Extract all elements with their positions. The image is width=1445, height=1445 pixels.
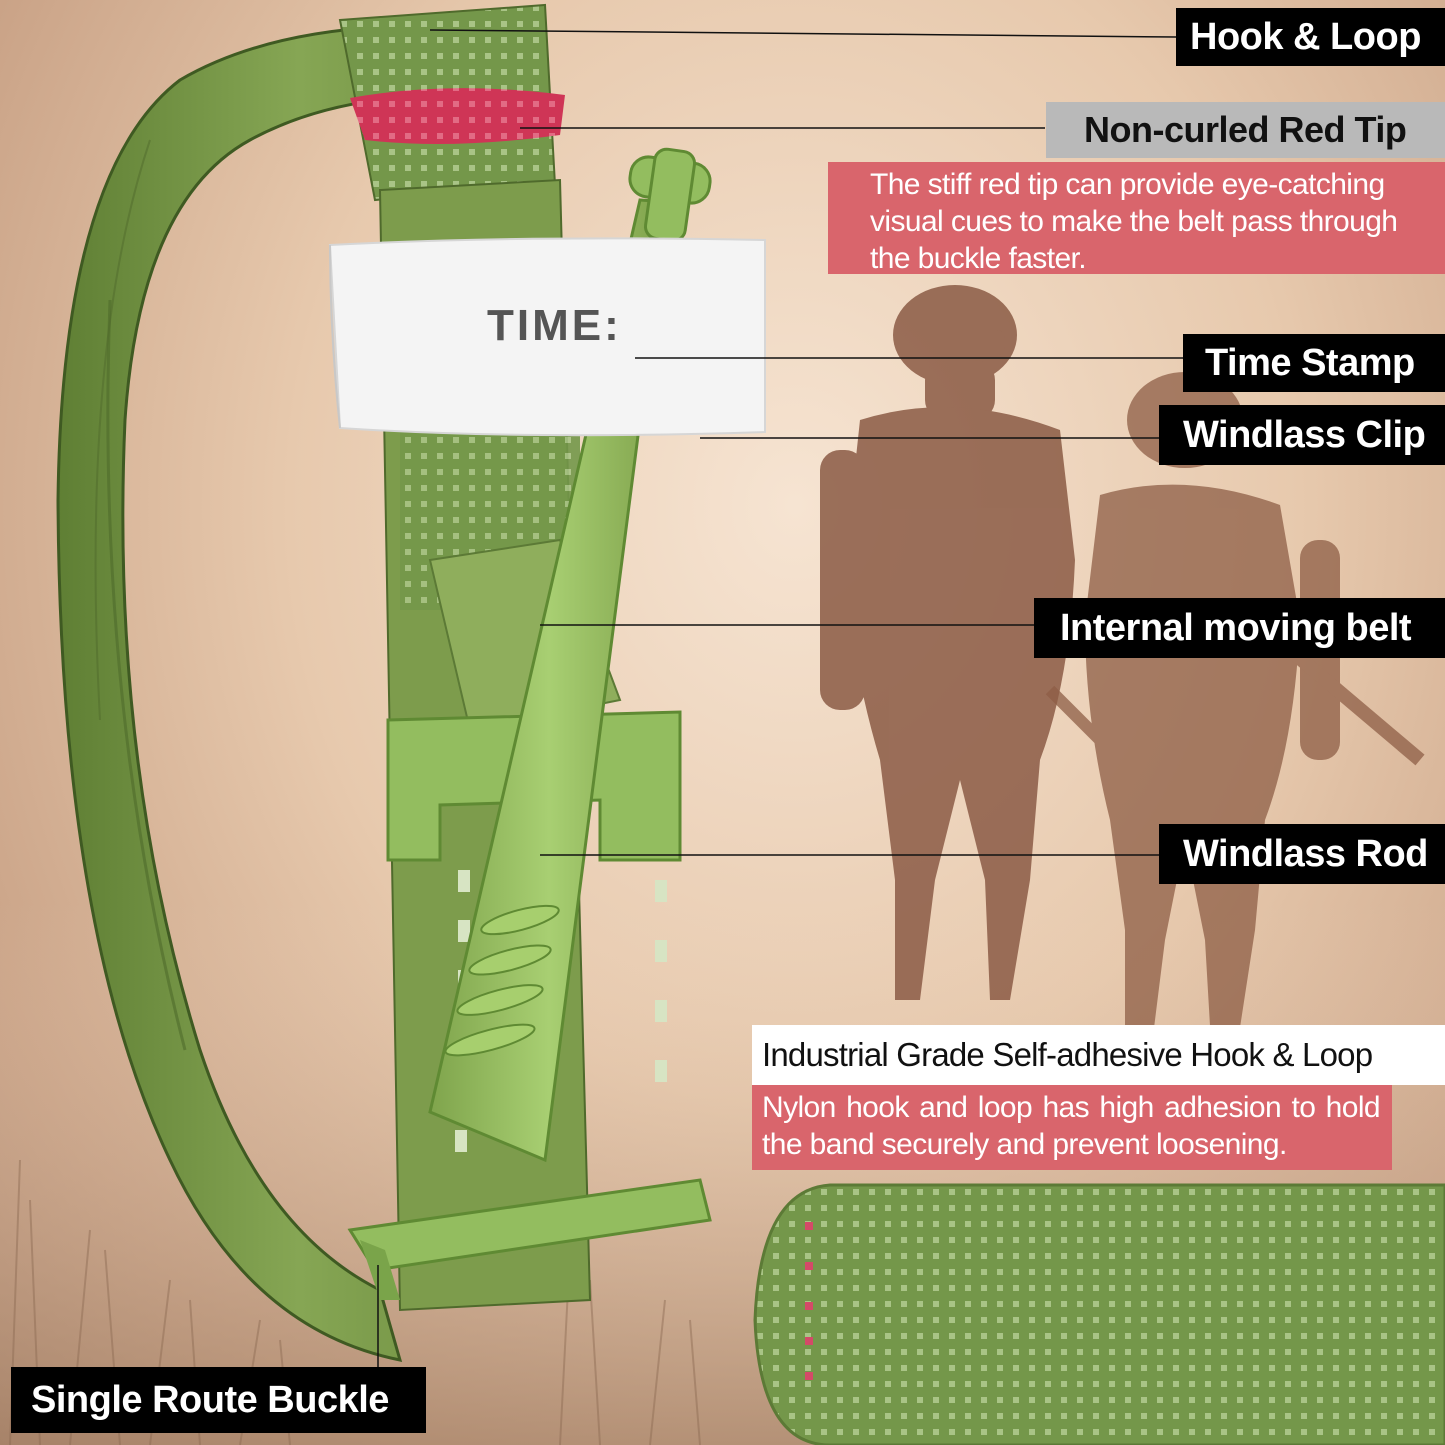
time-tag — [328, 237, 766, 437]
windlass-rod-label: Windlass Rod — [1159, 824, 1445, 884]
time-stamp-label: Time Stamp — [1183, 334, 1445, 392]
red-tip-title: Non-curled Red Tip — [1046, 102, 1445, 158]
soldier-silhouette — [820, 285, 1075, 1001]
windlass-clip-label: Windlass Clip — [1159, 405, 1445, 465]
windlass-rod-text: Windlass Rod — [1183, 833, 1428, 875]
industrial-hook-loop-callout: Industrial Grade Self-adhesive Hook & Lo… — [752, 1025, 1445, 1170]
industrial-description: Nylon hook and loop has high adhesion to… — [752, 1085, 1392, 1170]
time-tag-text: TIME: — [487, 301, 622, 350]
internal-belt-label: Internal moving belt — [1034, 598, 1445, 658]
single-route-buckle-label: Single Route Buckle — [11, 1367, 426, 1433]
red-tip-callout: Non-curled Red Tip The stiff red tip can… — [828, 102, 1445, 275]
hook-loop-strip-bottom — [753, 1183, 1445, 1445]
leader-lines — [377, 29, 1183, 1367]
hook-loop-text: Hook & Loop — [1190, 16, 1421, 58]
internal-belt-text: Internal moving belt — [1060, 607, 1412, 649]
red-tip — [350, 88, 565, 144]
windlass-clip-text: Windlass Clip — [1183, 414, 1426, 456]
hook-loop-label: Hook & Loop — [1176, 8, 1445, 66]
industrial-title: Industrial Grade Self-adhesive Hook & Lo… — [752, 1025, 1445, 1085]
red-tip-description: The stiff red tip can provide eye-catchi… — [828, 162, 1445, 275]
time-stamp-text: Time Stamp — [1205, 342, 1415, 384]
windlass-rod — [428, 147, 712, 1163]
single-route-text: Single Route Buckle — [31, 1379, 389, 1421]
